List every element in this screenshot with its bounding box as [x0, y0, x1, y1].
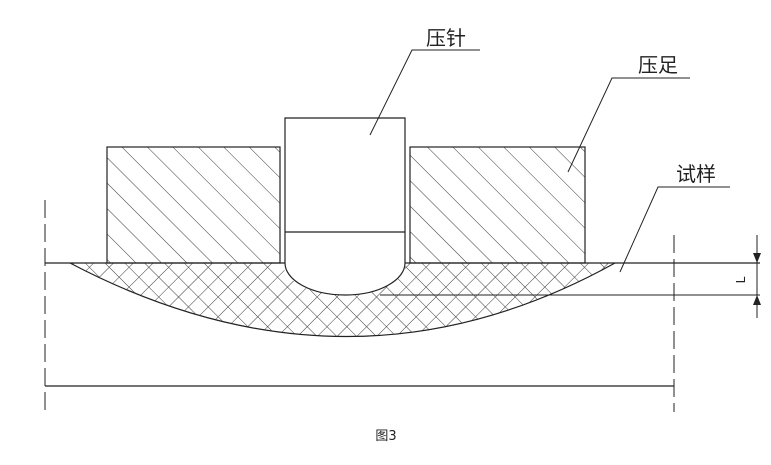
figure-caption: 图3: [375, 429, 396, 444]
label-specimen: 试样: [676, 162, 716, 186]
label-presser-foot: 压足: [638, 53, 678, 77]
leader-lines: [369, 49, 730, 273]
indenter: [284, 117, 406, 296]
presser-foot-left: [106, 146, 281, 264]
presser-foot-leader: [567, 77, 690, 173]
specimen-leader: [619, 186, 730, 273]
depth-dimension: L: [734, 235, 761, 318]
presser-foot-right: [409, 146, 586, 264]
indenter-leader: [369, 49, 480, 136]
dimension-label-L: L: [734, 276, 748, 283]
label-indenter: 压针: [426, 26, 466, 50]
